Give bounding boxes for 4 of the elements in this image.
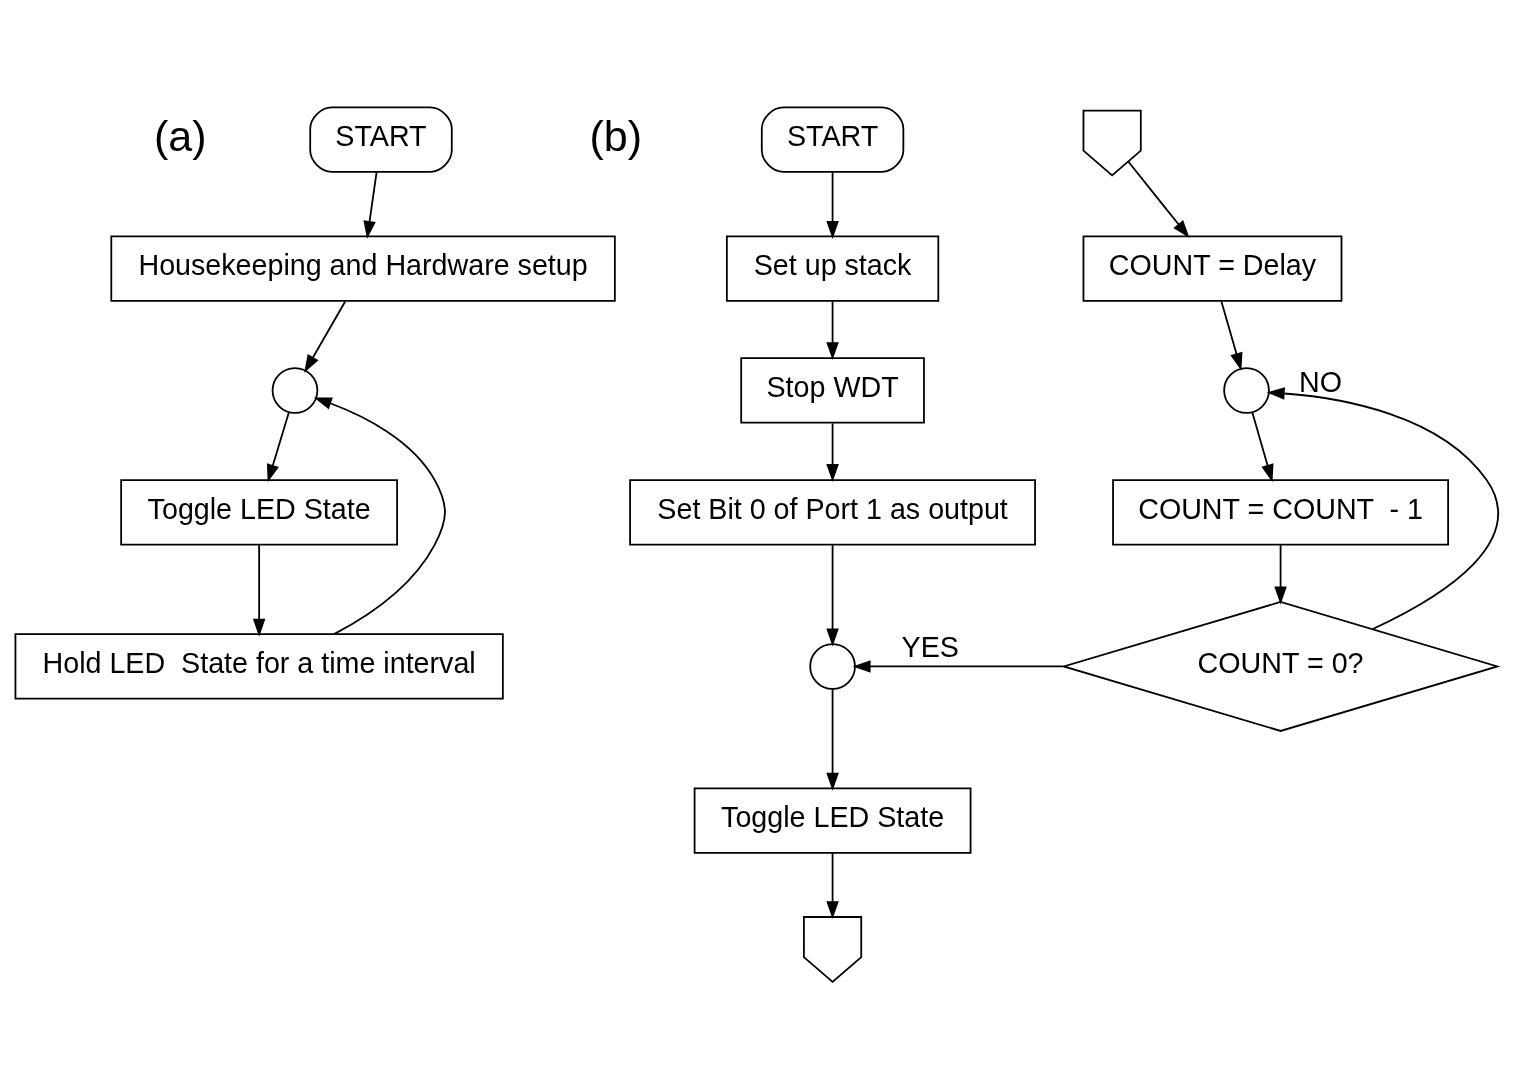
label: (b) bbox=[589, 111, 643, 160]
edge-label: NO bbox=[1299, 365, 1343, 398]
label: (a) bbox=[154, 111, 207, 160]
edge-label: YES bbox=[901, 630, 959, 663]
